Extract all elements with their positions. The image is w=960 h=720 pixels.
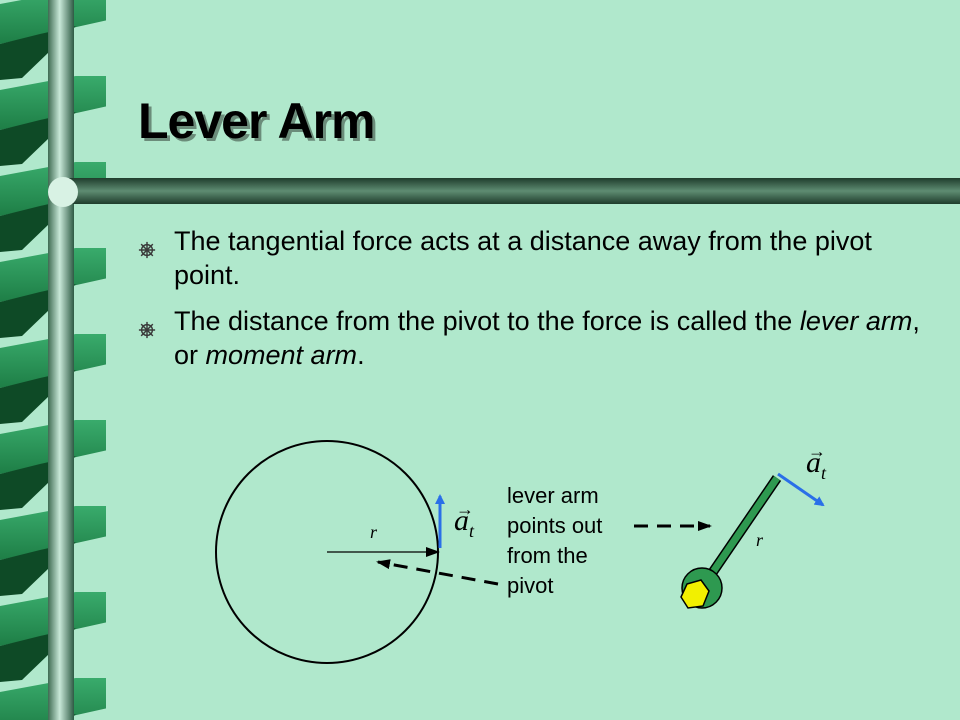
horizontal-rule xyxy=(62,178,960,204)
lever-rod-fill xyxy=(701,476,780,587)
ship-wheel-icon xyxy=(138,233,156,259)
bullet-item: The tangential force acts at a distance … xyxy=(136,224,936,292)
bullet-emphasis: lever arm xyxy=(799,306,913,336)
accel-label-left: → at xyxy=(454,499,474,546)
bullet-text: The tangential force acts at a distance … xyxy=(174,226,872,290)
bullet-item: The distance from the pivot to the force… xyxy=(136,304,936,372)
rule-knob xyxy=(48,177,78,207)
ribbon-pole xyxy=(48,0,74,720)
slide-title: Lever Arm xyxy=(138,93,375,149)
vector-arrow-icon: → xyxy=(456,499,474,519)
ship-wheel-icon xyxy=(138,313,156,339)
bullet-list: The tangential force acts at a distance … xyxy=(136,224,936,384)
accel-label-right: → at xyxy=(806,441,826,488)
bullet-emphasis: moment arm xyxy=(205,340,358,370)
radius-label-left: r xyxy=(370,522,378,542)
radius-label-right: r xyxy=(756,530,764,550)
lever-accel-vector xyxy=(777,472,825,507)
vector-arrow-icon: → xyxy=(808,441,826,461)
bullet-text: The distance from the pivot to the force… xyxy=(174,306,800,336)
lever-arm-caption: lever arm points out from the pivot xyxy=(507,483,603,598)
pointer-arrow-left xyxy=(376,559,499,586)
bullet-text: , or xyxy=(174,306,920,370)
bullet-text: . xyxy=(357,340,365,370)
pivot-bolt xyxy=(680,579,710,609)
